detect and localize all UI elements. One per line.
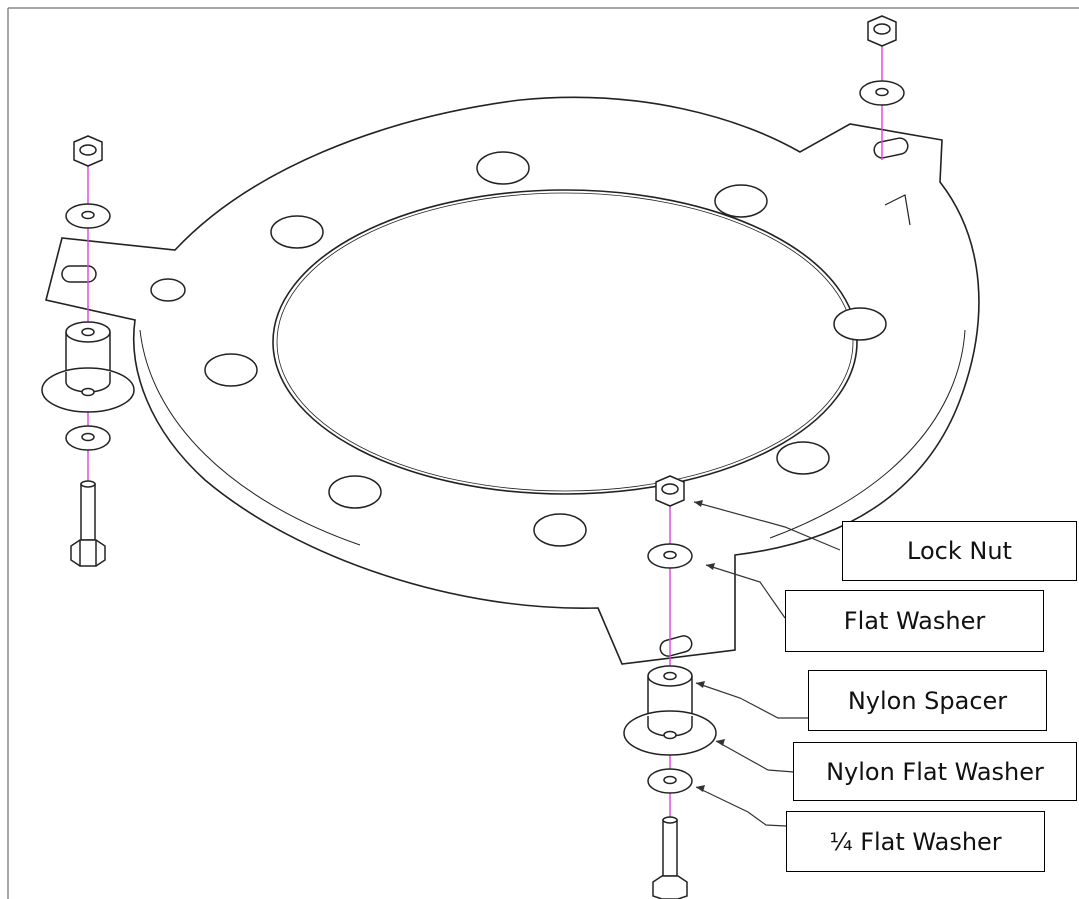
front-quarter-flat-washer-icon <box>647 768 693 794</box>
callout-nylon-spacer: Nylon Spacer <box>808 670 1047 731</box>
right-flat-washer-icon <box>859 80 905 106</box>
left-nylon-flat-washer-icon <box>41 367 135 413</box>
callout-nylon-flat-washer: Nylon Flat Washer <box>793 742 1077 801</box>
callout-leaders <box>693 501 841 827</box>
left-flat-washer-icon <box>65 203 111 229</box>
front-nylon-flat-washer-icon <box>623 710 717 756</box>
front-hardware-stack <box>623 475 717 899</box>
callout-quarter-flat-washer: ¼ Flat Washer <box>786 811 1045 872</box>
callout-lock-nut: Lock Nut <box>842 521 1077 581</box>
left-quarter-flat-washer-icon <box>65 425 111 451</box>
left-hardware-stack <box>41 135 135 567</box>
ring-bolt-holes <box>150 151 887 547</box>
page-frame <box>7 7 1079 899</box>
left-lock-nut-icon <box>73 135 103 167</box>
left-bolt-icon <box>70 480 106 567</box>
right-hardware-stack <box>859 15 905 106</box>
front-lock-nut-icon <box>655 475 685 507</box>
right-lock-nut-icon <box>867 15 897 47</box>
leader-arrowheads <box>694 500 725 792</box>
callout-flat-washer: Flat Washer <box>785 590 1044 652</box>
front-bolt-icon <box>652 816 688 899</box>
front-flat-washer-icon <box>647 543 693 569</box>
